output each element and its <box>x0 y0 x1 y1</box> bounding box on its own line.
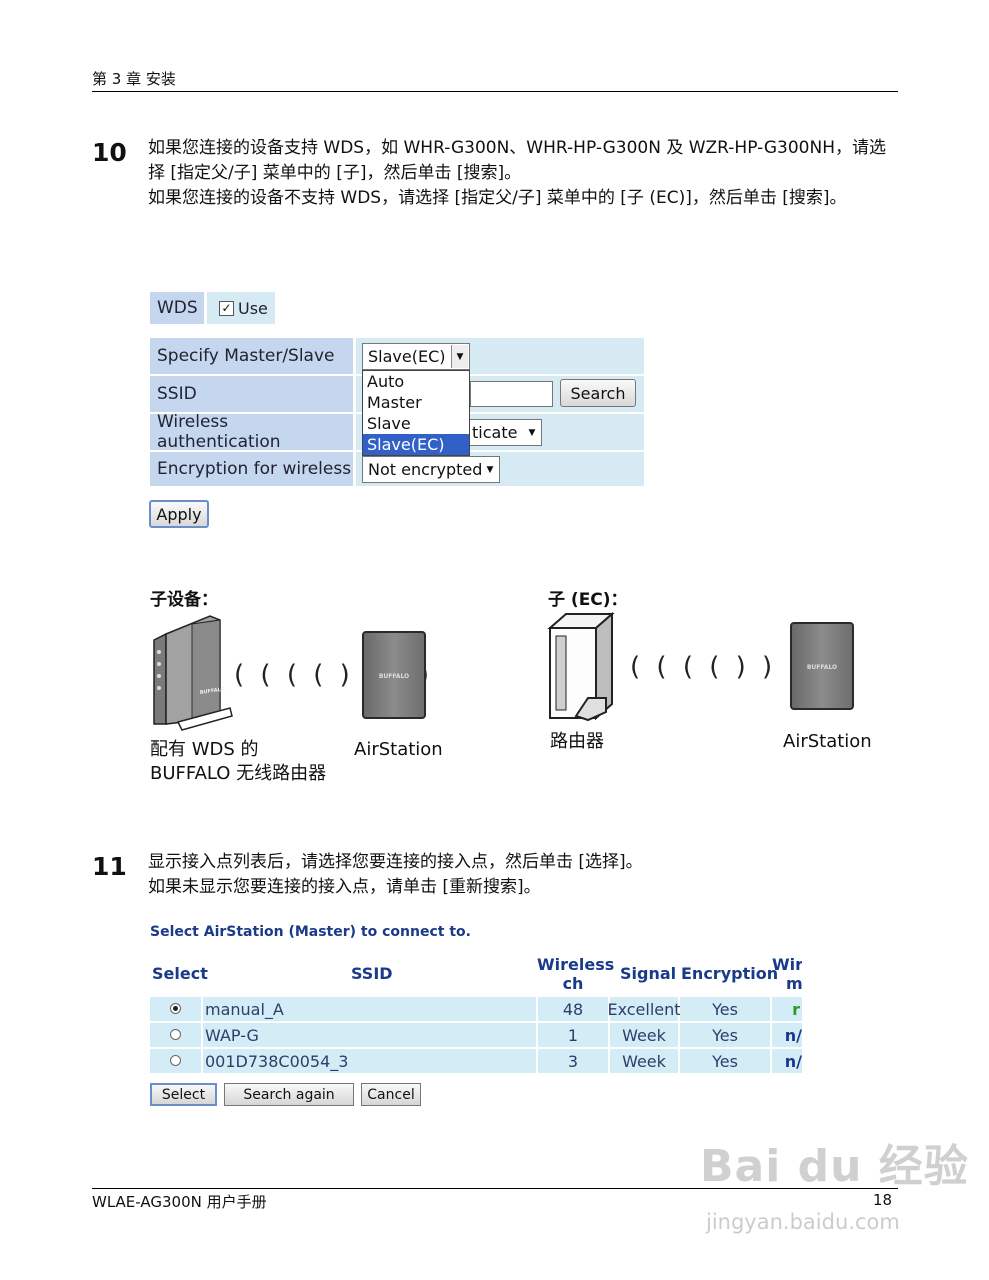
left-airstation-caption: AirStation <box>354 739 443 760</box>
airstation-brand-left: BUFFALO <box>378 673 410 680</box>
row-channel: 3 <box>538 1049 608 1073</box>
ssid-input[interactable] <box>470 381 553 407</box>
page-number: 18 <box>873 1191 893 1209</box>
row-mode: n/ <box>772 1023 802 1047</box>
left-router-caption-line-1: 配有 WDS 的 <box>150 739 259 760</box>
row-channel: 48 <box>538 997 608 1021</box>
col-header-encryption: Encryption <box>681 964 779 983</box>
right-airstation-caption: AirStation <box>783 731 872 752</box>
col-header-wireless-ch-line-2: ch <box>562 974 584 993</box>
airstation-brand-right: BUFFALO <box>806 664 838 671</box>
baidu-watermark-url: jingyan.baidu.com <box>706 1210 900 1234</box>
footer-manual-title: WLAE-AG300N 用户手册 <box>92 1193 267 1211</box>
row-ssid: 001D738C0054_3 <box>203 1049 536 1073</box>
chevron-down-icon: ▼ <box>451 345 468 368</box>
col-header-ssid: SSID <box>351 964 393 983</box>
step-10-line-1: 如果您连接的设备支持 WDS，如 WHR-G300N、WHR-HP-G300N … <box>148 138 886 158</box>
encryption-value: Not encrypted <box>368 460 483 479</box>
right-diagram-heading: 子 (EC)： <box>548 590 628 610</box>
step-11-text: 显示接入点列表后，请选择您要连接的接入点，然后单击 [选择]。 如果未显示您要连… <box>148 850 898 900</box>
row-encryption: Yes <box>680 1049 770 1073</box>
step-10-line-2: 择 [指定父/子] 菜单中的 [子]，然后单击 [搜索]。 <box>148 163 522 183</box>
col-header-signal: Signal <box>620 964 677 983</box>
baidu-watermark-logo: Bai du 经验 <box>700 1141 969 1192</box>
row-signal: Week <box>610 1023 678 1047</box>
step-number-10: 10 <box>92 138 127 167</box>
right-router-caption: 路由器 <box>550 731 604 752</box>
ap-list-title: Select AirStation (Master) to connect to… <box>150 924 471 940</box>
row-label-master-slave: Specify Master/Slave <box>150 338 353 374</box>
col-header-select: Select <box>152 964 208 983</box>
chevron-down-icon: ▼ <box>524 421 540 444</box>
row-select-cell <box>150 1049 201 1073</box>
row-label-auth: Wireless authentication <box>150 412 353 452</box>
airstation-device-right: BUFFALO <box>790 622 854 710</box>
airstation-device-left: BUFFALO <box>362 631 426 719</box>
row-select-cell <box>150 997 201 1021</box>
step-10-line-3: 如果您连接的设备不支持 WDS，请选择 [指定父/子] 菜单中的 [子 (EC)… <box>148 188 847 208</box>
row-ssid: WAP-G <box>203 1023 536 1047</box>
master-slave-dropdown-list: Auto Master Slave Slave(EC) <box>362 370 470 456</box>
row-channel: 1 <box>538 1023 608 1047</box>
row-label-encryption: Encryption for wireless <box>150 452 353 486</box>
col-header-wireless-ch: Wireless ch <box>537 955 615 993</box>
wds-label: WDS <box>150 292 204 324</box>
step-number-11: 11 <box>92 852 127 881</box>
search-again-button[interactable]: Search again <box>224 1083 354 1106</box>
left-diagram-heading: 子设备： <box>150 590 218 610</box>
row-encryption: Yes <box>680 997 770 1021</box>
step-10-text: 如果您连接的设备支持 WDS，如 WHR-G300N、WHR-HP-G300N … <box>148 136 898 211</box>
select-radio[interactable] <box>170 1029 181 1040</box>
col-header-wireless-mode-line-2: m <box>786 974 802 993</box>
chapter-header: 第 3 章 安装 <box>92 70 176 88</box>
wireless-router-icon: BUFFALO <box>153 615 233 731</box>
dropdown-option-slave-ec[interactable]: Slave(EC) <box>363 434 469 455</box>
row-label-ssid: SSID <box>150 376 353 412</box>
dropdown-option-master[interactable]: Master <box>367 393 422 412</box>
step-11-line-1: 显示接入点列表后，请选择您要连接的接入点，然后单击 [选择]。 <box>148 852 643 872</box>
row-select-cell <box>150 1023 201 1047</box>
row-mode: r <box>772 997 802 1021</box>
left-router-caption: 配有 WDS 的 BUFFALO 无线路由器 <box>150 738 326 786</box>
cancel-button[interactable]: Cancel <box>361 1083 421 1106</box>
row-signal: Week <box>610 1049 678 1073</box>
wds-use-label: Use <box>238 298 268 318</box>
footer-divider <box>92 1188 898 1189</box>
select-radio[interactable] <box>170 1003 181 1014</box>
apply-button[interactable]: Apply <box>149 500 209 528</box>
dropdown-option-auto[interactable]: Auto <box>367 372 405 391</box>
row-signal: Excellent <box>607 997 681 1021</box>
row-encryption: Yes <box>680 1023 770 1047</box>
search-button[interactable]: Search <box>560 379 636 407</box>
encryption-select[interactable]: Not encrypted ▼ <box>362 456 500 483</box>
select-radio[interactable] <box>170 1055 181 1066</box>
col-header-wireless-mode-line-1: Wir <box>772 955 802 974</box>
master-slave-value: Slave(EC) <box>368 347 446 366</box>
router-tower-icon <box>547 612 615 722</box>
header-divider <box>92 91 898 92</box>
router-brand-text: BUFFALO <box>199 687 225 696</box>
col-header-wireless-ch-line-1: Wireless <box>537 955 615 974</box>
step-11-line-2: 如果未显示您要连接的接入点，请单击 [重新搜索]。 <box>148 877 541 897</box>
col-header-wireless-mode-clip: Wir m <box>772 955 802 995</box>
row-ssid: manual_A <box>203 997 536 1021</box>
wds-use-cell: ✓ Use <box>207 292 275 324</box>
chevron-down-icon: ▼ <box>482 458 498 481</box>
left-router-caption-line-2: BUFFALO 无线路由器 <box>150 763 327 784</box>
select-button[interactable]: Select <box>150 1083 217 1106</box>
auth-value: ticate <box>472 423 518 442</box>
dropdown-option-slave[interactable]: Slave <box>367 414 411 433</box>
row-mode: n/ <box>772 1049 802 1073</box>
wds-use-checkbox[interactable]: ✓ <box>219 300 234 316</box>
master-slave-select[interactable]: Slave(EC) ▼ <box>362 343 470 370</box>
col-header-wireless-mode: Wir m <box>772 955 802 993</box>
